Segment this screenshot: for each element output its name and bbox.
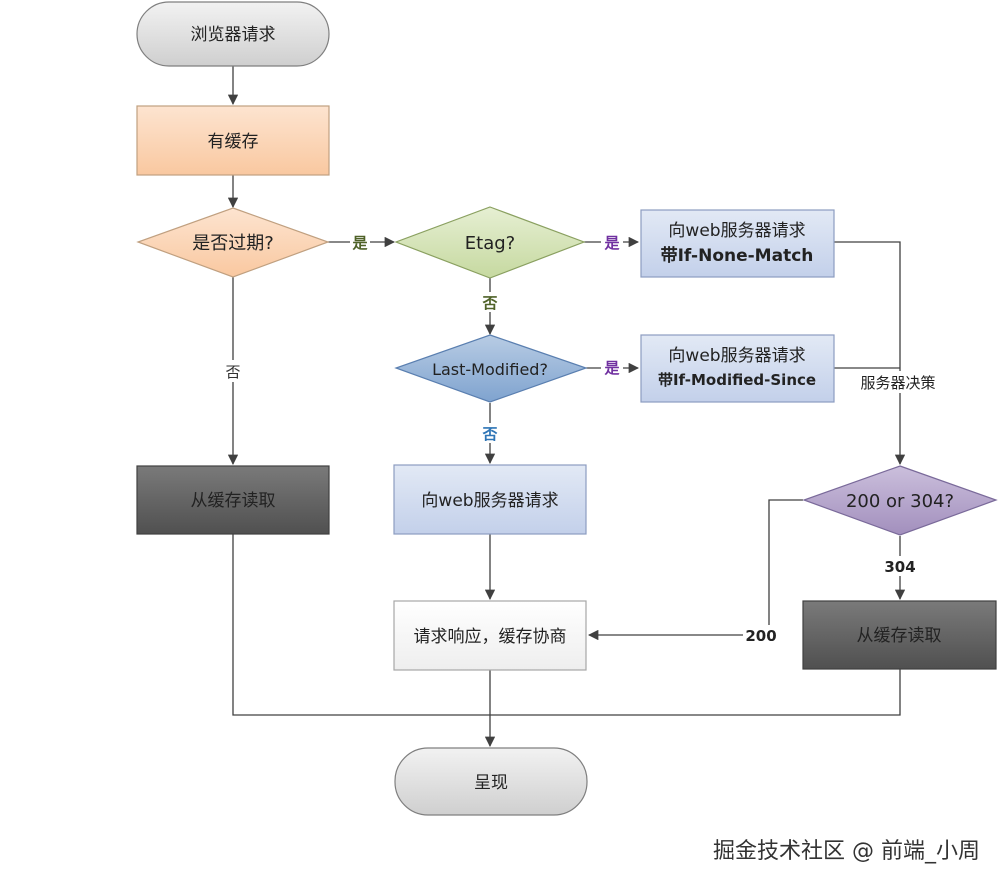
label-etag-no: 否 — [481, 294, 497, 312]
label-server-decision: 服务器决策 — [860, 374, 935, 392]
node-if-modified-since-line1: 向web服务器请求 — [668, 346, 805, 366]
node-etag-label: Etag? — [465, 233, 515, 254]
node-etag-decision: Etag? — [394, 206, 586, 279]
node-start: 浏览器请求 — [136, 1, 330, 67]
watermark-text: 掘金技术社区 @ 前端_小周 — [713, 839, 980, 864]
node-has-cache: 有缓存 — [136, 105, 330, 176]
node-last-modified-decision: Last-Modified? — [394, 334, 588, 403]
node-status-label: 200 or 304? — [846, 491, 954, 512]
label-lastmod-no: 否 — [481, 425, 497, 443]
node-response-negotiate: 请求响应，缓存协商 — [393, 600, 587, 671]
node-read-cache-right-label: 从缓存读取 — [857, 626, 942, 646]
node-if-none-match-line1: 向web服务器请求 — [668, 221, 805, 241]
node-render-label: 呈现 — [474, 773, 508, 793]
node-expired-label: 是否过期? — [192, 233, 274, 254]
node-request-server: 向web服务器请求 — [393, 464, 587, 535]
edge-200-to-response — [587, 499, 803, 641]
node-if-modified-since-line2: 带If-Modified-Since — [658, 371, 816, 389]
node-if-none-match: 向web服务器请求 带If-None-Match — [640, 209, 835, 278]
label-304: 304 — [884, 558, 915, 576]
node-response-negotiate-label: 请求响应，缓存协商 — [414, 627, 567, 647]
node-expired-decision: 是否过期? — [136, 207, 330, 278]
label-lastmod-yes: 是 — [603, 359, 620, 377]
node-render: 呈现 — [394, 747, 588, 816]
node-status-decision: 200 or 304? — [802, 465, 998, 536]
node-last-modified-label: Last-Modified? — [432, 360, 548, 379]
label-etag-yes: 是 — [603, 234, 620, 252]
edge-right-cache-to-render — [490, 669, 901, 716]
node-if-none-match-line2: 带If-None-Match — [661, 245, 814, 266]
node-if-modified-since: 向web服务器请求 带If-Modified-Since — [640, 334, 835, 403]
edge-labels: 是 否 是 否 是 否 服务器决策 304 200 — [222, 232, 950, 645]
label-expired-no: 否 — [225, 363, 240, 381]
node-read-cache-left: 从缓存读取 — [136, 465, 330, 535]
node-read-cache-left-label: 从缓存读取 — [191, 491, 276, 511]
node-read-cache-right: 从缓存读取 — [802, 600, 997, 670]
edge-left-cache-to-render — [232, 534, 490, 716]
node-start-label: 浏览器请求 — [191, 25, 276, 45]
label-expired-yes: 是 — [351, 234, 368, 252]
node-request-server-label: 向web服务器请求 — [421, 491, 558, 511]
node-has-cache-label: 有缓存 — [208, 132, 259, 152]
edge-inm-to-decision — [834, 241, 906, 466]
label-200: 200 — [745, 627, 776, 645]
